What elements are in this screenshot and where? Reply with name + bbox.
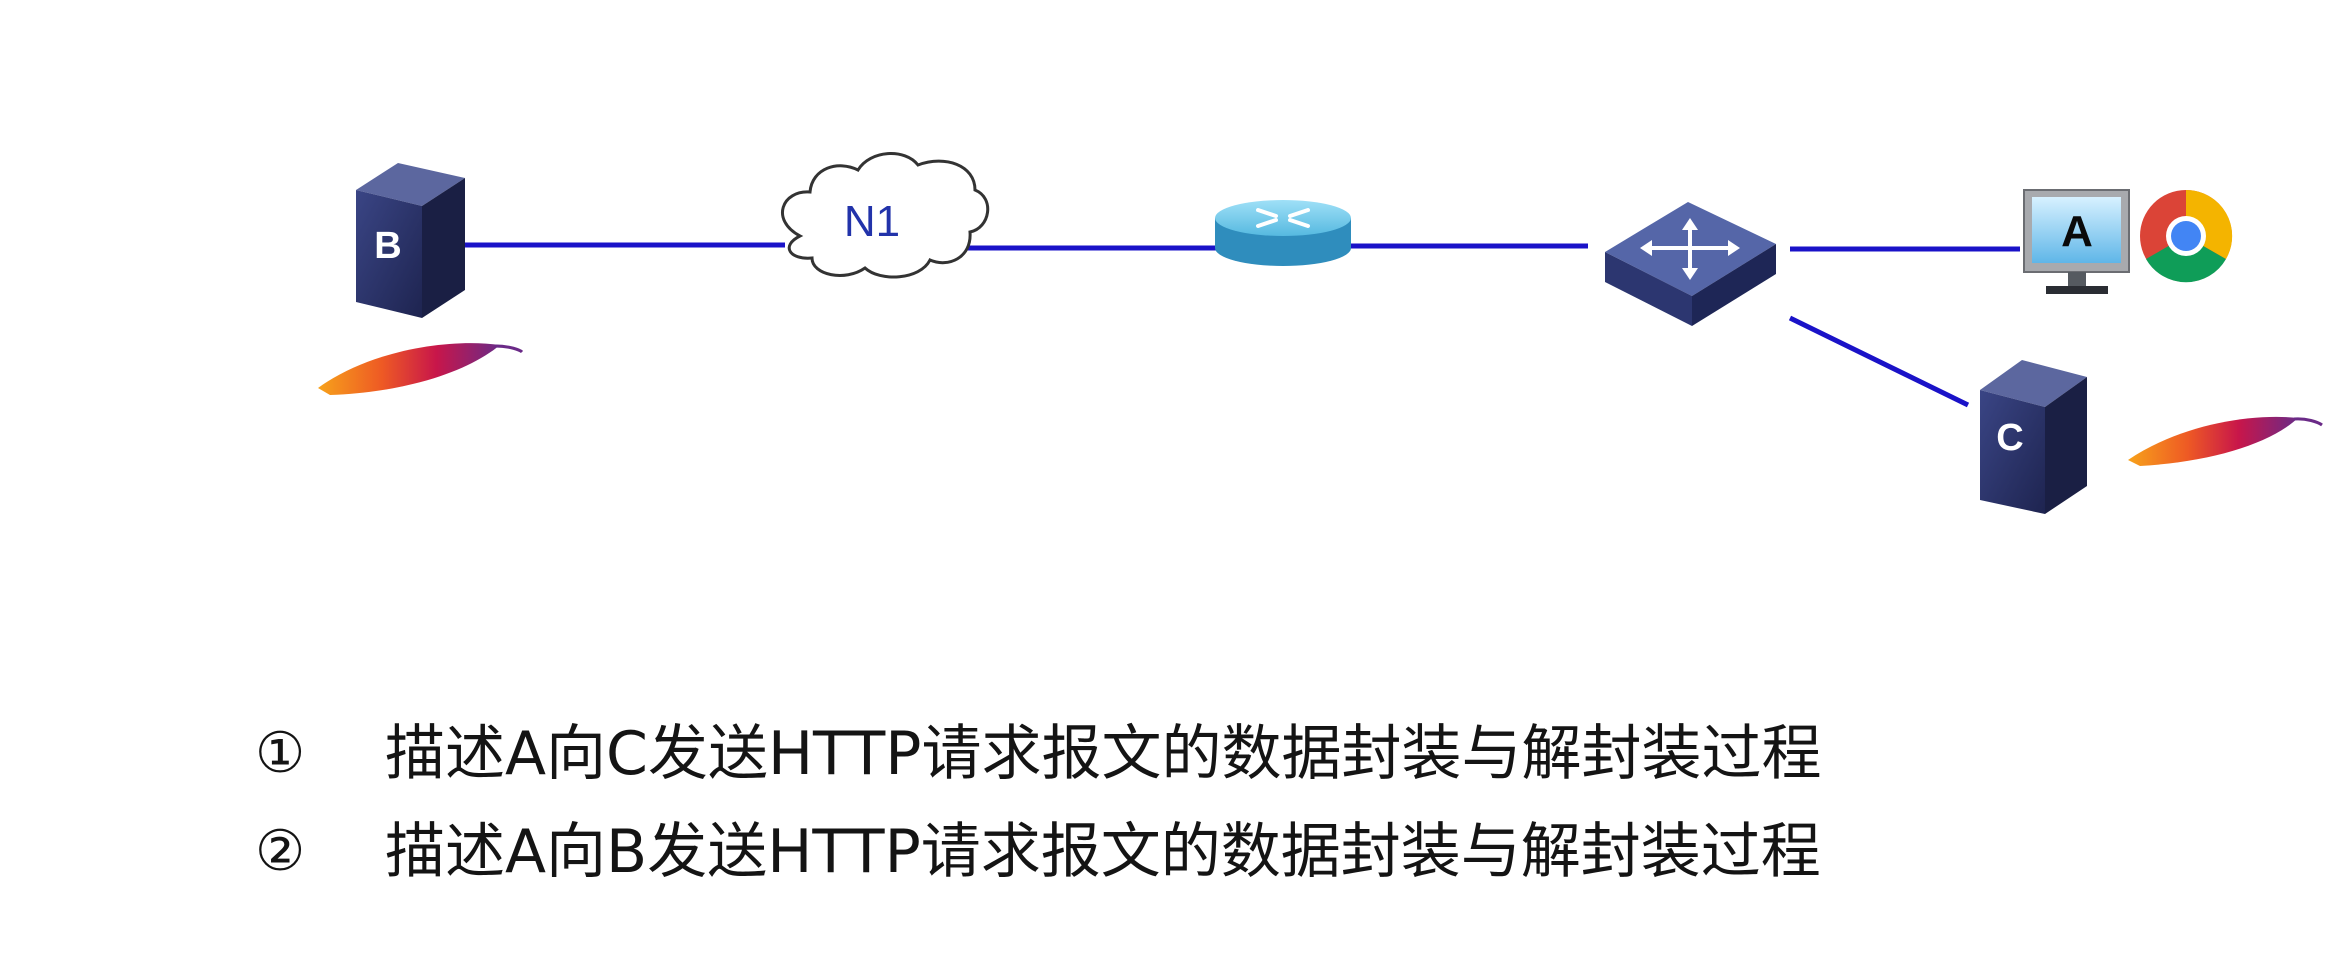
switch-node[interactable] — [1605, 202, 1776, 326]
server-tower-icon — [1980, 360, 2087, 514]
question-list: ① 描述A向C发送HTTP请求报文的数据封装与解封装过程 ② 描述A向B发送HT… — [255, 705, 1821, 901]
cloud-icon — [781, 152, 990, 279]
router-icon — [1215, 200, 1351, 266]
cloud-n1-node[interactable]: N1 — [781, 152, 990, 279]
question-text: 描述A向C发送HTTP请求报文的数据封装与解封装过程 — [385, 719, 1822, 789]
router-node[interactable] — [1215, 200, 1351, 266]
question-number: ① — [255, 721, 306, 786]
link-switch-c — [1788, 315, 1970, 408]
server-tower-icon — [356, 163, 465, 318]
question-text: 描述A向B发送HTTP请求报文的数据封装与解封装过程 — [385, 817, 1821, 887]
chrome-browser-icon — [2140, 189, 2233, 283]
server-b-node[interactable]: B — [356, 163, 465, 318]
layer3-switch-icon — [1605, 202, 1776, 326]
server-c-label: C — [1996, 417, 2023, 459]
question-item: ② 描述A向B发送HTTP请求报文的数据封装与解封装过程 — [255, 803, 1821, 901]
server-c-node[interactable]: C — [1980, 360, 2087, 514]
pc-a-node[interactable]: A — [2023, 189, 2130, 294]
pc-a-label: A — [2061, 207, 2093, 256]
apache-feather-icon — [2128, 416, 2323, 466]
question-number: ② — [255, 819, 306, 884]
pc-monitor-icon — [2023, 189, 2130, 294]
cloud-n1-label: N1 — [844, 197, 900, 246]
server-b-label: B — [374, 225, 401, 267]
apache-feather-icon — [318, 343, 524, 395]
question-item: ① 描述A向C发送HTTP请求报文的数据封装与解封装过程 — [255, 705, 1821, 803]
